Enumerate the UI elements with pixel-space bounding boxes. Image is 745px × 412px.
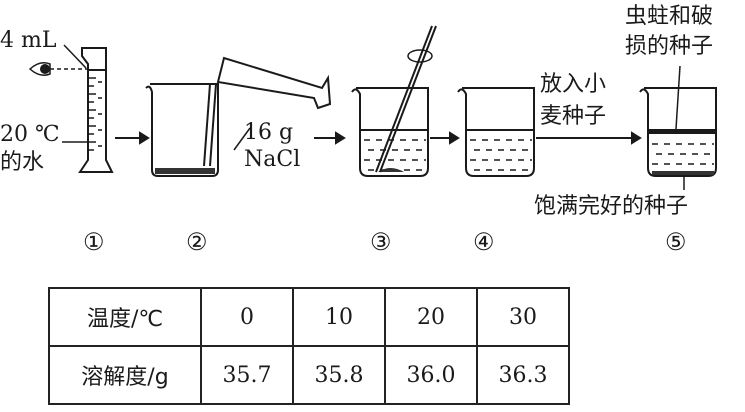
table-cell: 35.7 [200,345,294,405]
table-row: 溶解度/g 35.7 35.8 36.0 36.3 [48,345,570,405]
table-row: 温度/℃ 0 10 20 30 [48,287,570,347]
graduated-cylinder [50,44,114,173]
beaker-4 [457,87,535,177]
table-cell: 36.0 [384,345,478,405]
glass-rod [375,25,437,173]
table-cell: 35.8 [292,345,386,405]
add-seeds-label-2: 麦种子 [540,104,607,129]
row-header: 温度/℃ [48,287,202,347]
mass-label: 16 g [244,120,294,145]
arrow-1-2 [115,131,150,145]
beaker-2 [145,83,219,177]
table-cell: 36.3 [476,345,570,405]
damaged-seeds-label-2: 损的种子 [625,34,714,59]
step-number-5: ⑤ [665,228,687,256]
solubility-table: 温度/℃ 0 10 20 30 溶解度/g 35.7 35.8 36.0 36.… [48,287,570,405]
table-cell: 0 [200,287,294,347]
step-number-4: ④ [473,228,495,256]
arrow-2-3 [314,131,346,145]
table-cell: 10 [292,287,386,347]
add-seeds-label-1: 放入小 [540,72,607,97]
eye-icon [28,62,51,76]
table-cell: 20 [384,287,478,347]
beaker-5 [639,65,717,190]
water-temp-label: 20 ℃ [0,122,60,147]
nacl-label: NaCl [244,147,301,172]
step-number-3: ③ [370,228,392,256]
volume-label: 4 mL [0,28,57,53]
beaker-3 [351,87,429,177]
pouring-cylinder [203,56,332,167]
table-cell: 30 [476,287,570,347]
arrow-4-5 [536,131,642,145]
row-header: 溶解度/g [48,345,202,405]
step-number-1: ① [83,228,105,256]
step-number-2: ② [186,228,208,256]
damaged-seeds-label-1: 虫蛀和破 [625,4,714,29]
water-label: 的水 [0,150,45,175]
full-seeds-label: 饱满完好的种子 [534,194,689,219]
arrow-3-4 [430,131,460,145]
